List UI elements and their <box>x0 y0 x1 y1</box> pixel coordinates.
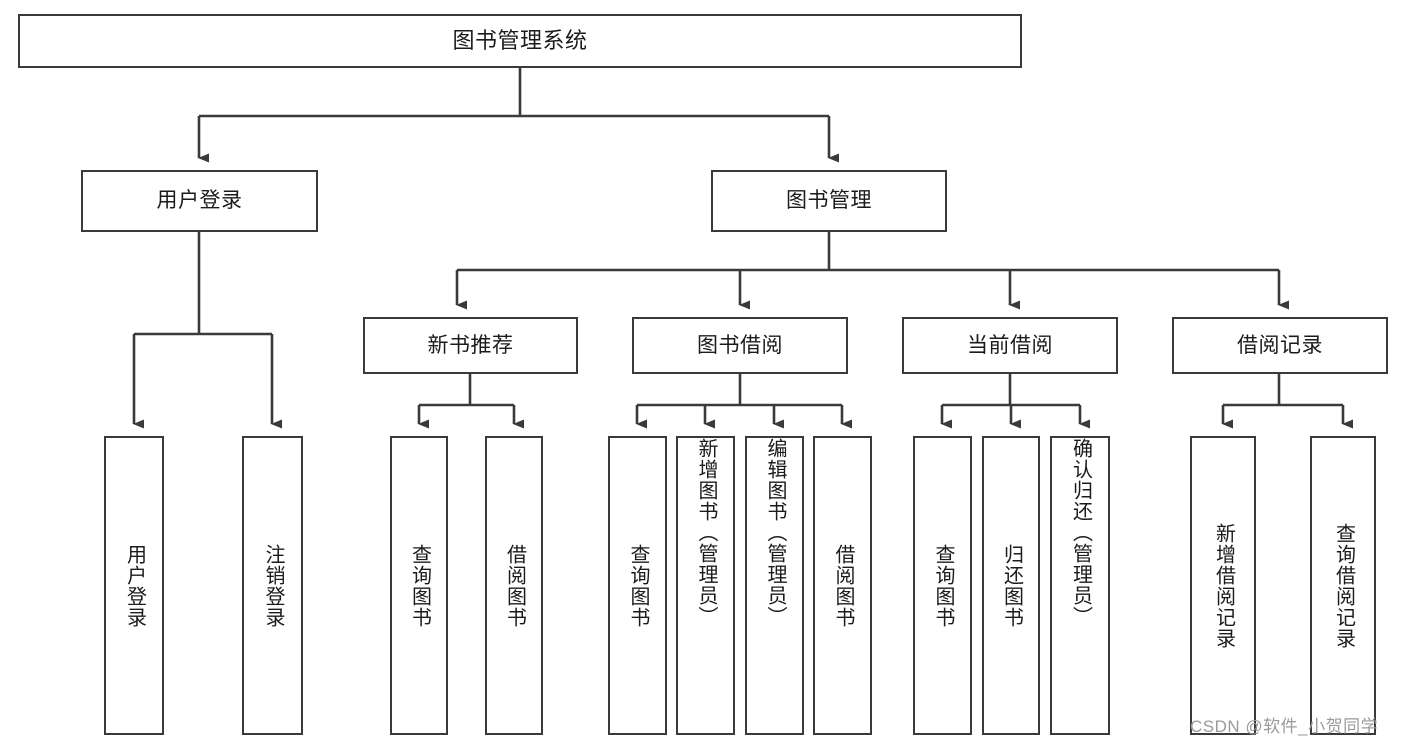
leaf-user-login-label: 用户登录 <box>123 543 146 628</box>
leaf-current-query-book-label: 查询图书 <box>932 543 954 628</box>
leaf-record-add-label: 新增借阅记录 <box>1212 522 1235 649</box>
node-current-borrowing-label: 当前借阅 <box>967 333 1053 357</box>
leaf-current-confirm-return-admin[interactable]: 确认归还（管理员） <box>1050 436 1110 735</box>
node-user-login-label: 用户登录 <box>156 189 243 213</box>
node-new-book-recommendation-label: 新书推荐 <box>427 333 514 357</box>
node-root-system[interactable]: 图书管理系统 <box>18 14 1022 68</box>
leaf-user-logout[interactable]: 注销登录 <box>242 436 303 735</box>
leaf-recommend-query-book-label: 查询图书 <box>408 543 431 628</box>
csdn-watermark: CSDN @软件_小贺同学 <box>1190 717 1379 736</box>
node-book-borrowing-label: 图书借阅 <box>697 333 783 357</box>
leaf-recommend-borrow-book[interactable]: 借阅图书 <box>485 436 543 735</box>
leaf-borrow-edit-book-admin[interactable]: 编辑图书（管理员） <box>745 436 804 735</box>
leaf-recommend-borrow-book-label: 借阅图书 <box>503 543 526 628</box>
leaf-borrow-add-book-admin-label: 新增图书（管理员） <box>695 438 717 627</box>
leaf-user-login[interactable]: 用户登录 <box>104 436 164 735</box>
leaf-borrow-query-book[interactable]: 查询图书 <box>608 436 667 735</box>
node-book-management[interactable]: 图书管理 <box>711 170 947 232</box>
leaf-recommend-query-book[interactable]: 查询图书 <box>390 436 448 735</box>
node-borrowing-record[interactable]: 借阅记录 <box>1172 317 1388 374</box>
leaf-borrow-borrow-book-label: 借阅图书 <box>832 543 854 628</box>
node-book-management-label: 图书管理 <box>786 189 872 213</box>
leaf-borrow-add-book-admin[interactable]: 新增图书（管理员） <box>676 436 735 735</box>
leaf-record-add[interactable]: 新增借阅记录 <box>1190 436 1256 735</box>
node-new-book-recommendation[interactable]: 新书推荐 <box>363 317 578 374</box>
leaf-user-logout-label: 注销登录 <box>262 543 284 628</box>
node-root-label: 图书管理系统 <box>452 27 588 53</box>
node-borrowing-record-label: 借阅记录 <box>1237 333 1323 357</box>
leaf-borrow-edit-book-admin-label: 编辑图书（管理员） <box>764 438 786 627</box>
leaf-borrow-borrow-book[interactable]: 借阅图书 <box>813 436 872 735</box>
leaf-record-query-label: 查询借阅记录 <box>1332 522 1355 649</box>
leaf-current-return-book-label: 归还图书 <box>1000 543 1023 628</box>
leaf-current-query-book[interactable]: 查询图书 <box>913 436 972 735</box>
leaf-current-confirm-return-admin-label: 确认归还（管理员） <box>1069 438 1092 627</box>
leaf-record-query[interactable]: 查询借阅记录 <box>1310 436 1376 735</box>
leaf-borrow-query-book-label: 查询图书 <box>627 543 649 628</box>
node-book-borrowing[interactable]: 图书借阅 <box>632 317 848 374</box>
node-current-borrowing[interactable]: 当前借阅 <box>902 317 1118 374</box>
leaf-current-return-book[interactable]: 归还图书 <box>982 436 1040 735</box>
node-user-login[interactable]: 用户登录 <box>81 170 318 232</box>
